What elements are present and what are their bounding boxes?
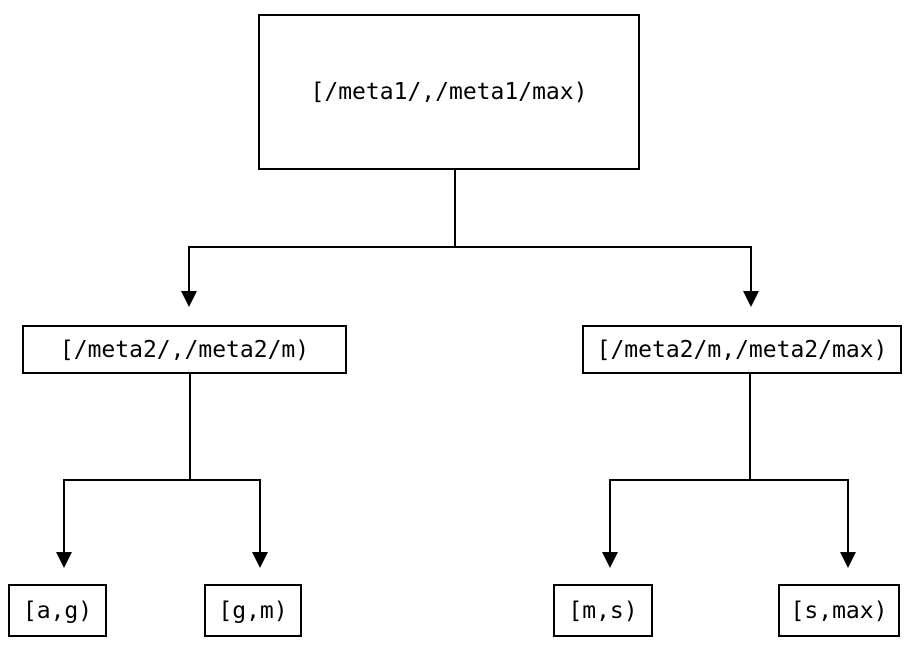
connector-l2l-left-drop <box>63 479 65 553</box>
node-leaf-ms: [m,s) <box>553 584 653 637</box>
connector-l1-right-drop <box>750 246 752 292</box>
arrow-down-icon <box>602 552 618 568</box>
arrow-down-icon <box>840 552 856 568</box>
connector-l2l-right-drop <box>259 479 261 553</box>
connector-left-stem <box>189 374 191 481</box>
connector-l2r-crossbar <box>609 479 849 481</box>
connector-l1-left-drop <box>188 246 190 292</box>
connector-l2r-right-drop <box>847 479 849 553</box>
connector-l1-crossbar <box>188 246 752 248</box>
node-leaf-gm: [g,m) <box>204 584 302 637</box>
node-meta2-left: [/meta2/,/meta2/m) <box>22 325 347 374</box>
connector-right-stem <box>749 374 751 481</box>
node-leaf-smax: [s,max) <box>778 584 900 637</box>
node-leaf-ag: [a,g) <box>8 584 107 637</box>
arrow-down-icon <box>181 291 197 307</box>
connector-l2r-left-drop <box>609 479 611 553</box>
arrow-down-icon <box>56 552 72 568</box>
node-meta2-right: [/meta2/m,/meta2/max) <box>582 325 902 374</box>
arrow-down-icon <box>743 291 759 307</box>
connector-l2l-crossbar <box>63 479 261 481</box>
connector-root-stem <box>454 170 456 248</box>
node-root: [/meta1/,/meta1/max) <box>258 14 640 170</box>
arrow-down-icon <box>252 552 268 568</box>
